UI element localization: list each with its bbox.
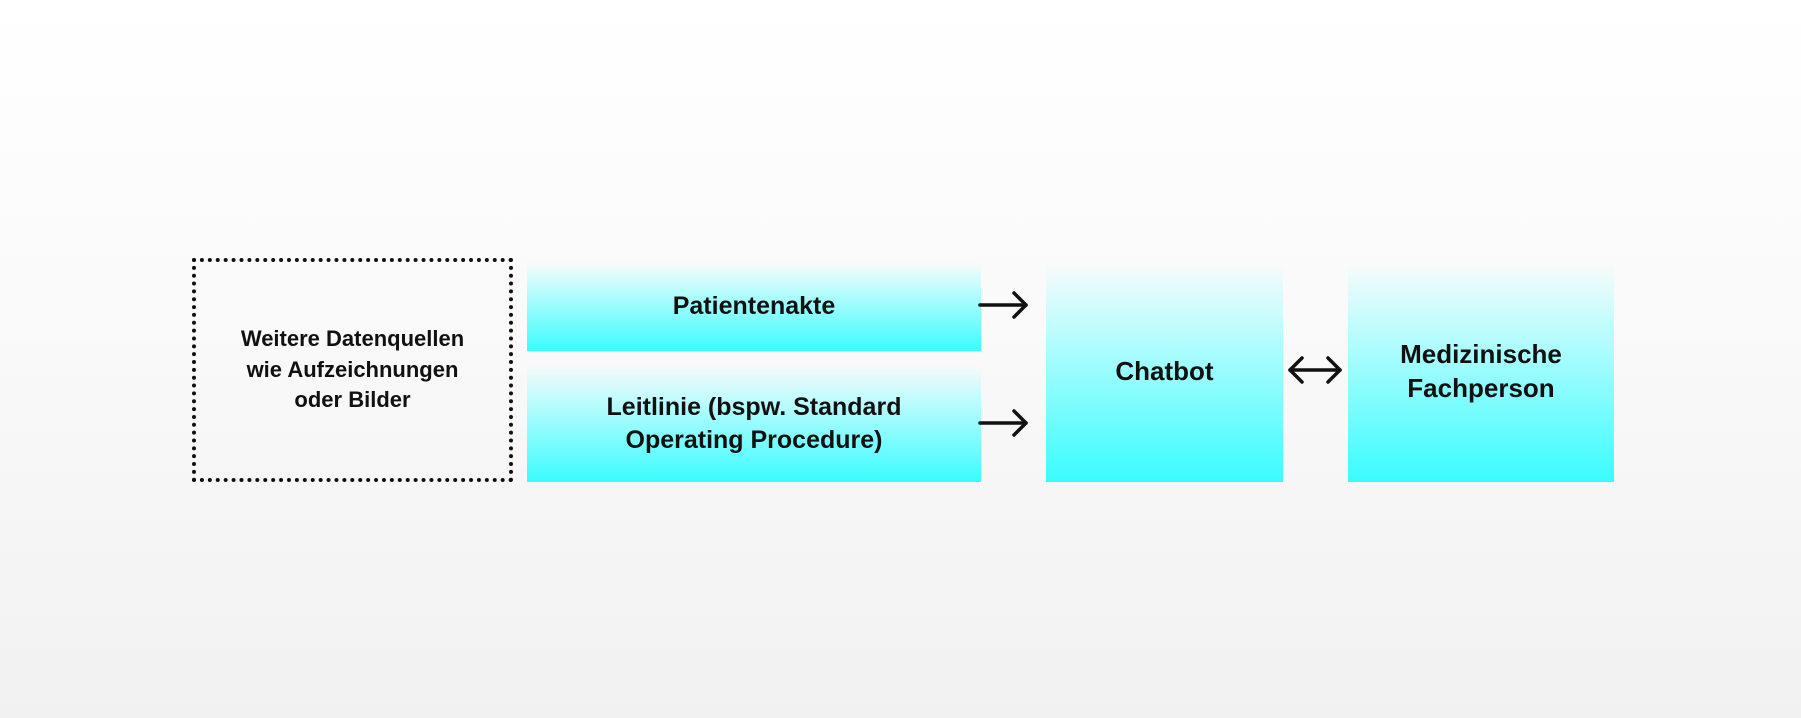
other-data-sources-label: Weitere Datenquellen wie Aufzeichnungen … [240,326,465,413]
other-data-sources-box: Weitere Datenquellen wie Aufzeichnungen … [192,258,513,482]
chatbot-box: Chatbot [1046,262,1283,482]
chatbot-label: Chatbot [1115,356,1214,387]
patient-record-box: Patientenakte [527,262,981,351]
medical-professional-label: Medizinische Fachperson [1400,339,1562,403]
guideline-label: Leitlinie (bspw. Standard Operating Proc… [606,393,902,454]
arrow-left-right-icon [1288,356,1342,384]
medical-professional-box: Medizinische Fachperson [1348,262,1614,482]
guideline-box: Leitlinie (bspw. Standard Operating Proc… [527,365,981,482]
arrow-right-icon [978,409,1028,437]
patient-record-label: Patientenakte [672,292,836,321]
arrow-right-icon [978,291,1028,319]
